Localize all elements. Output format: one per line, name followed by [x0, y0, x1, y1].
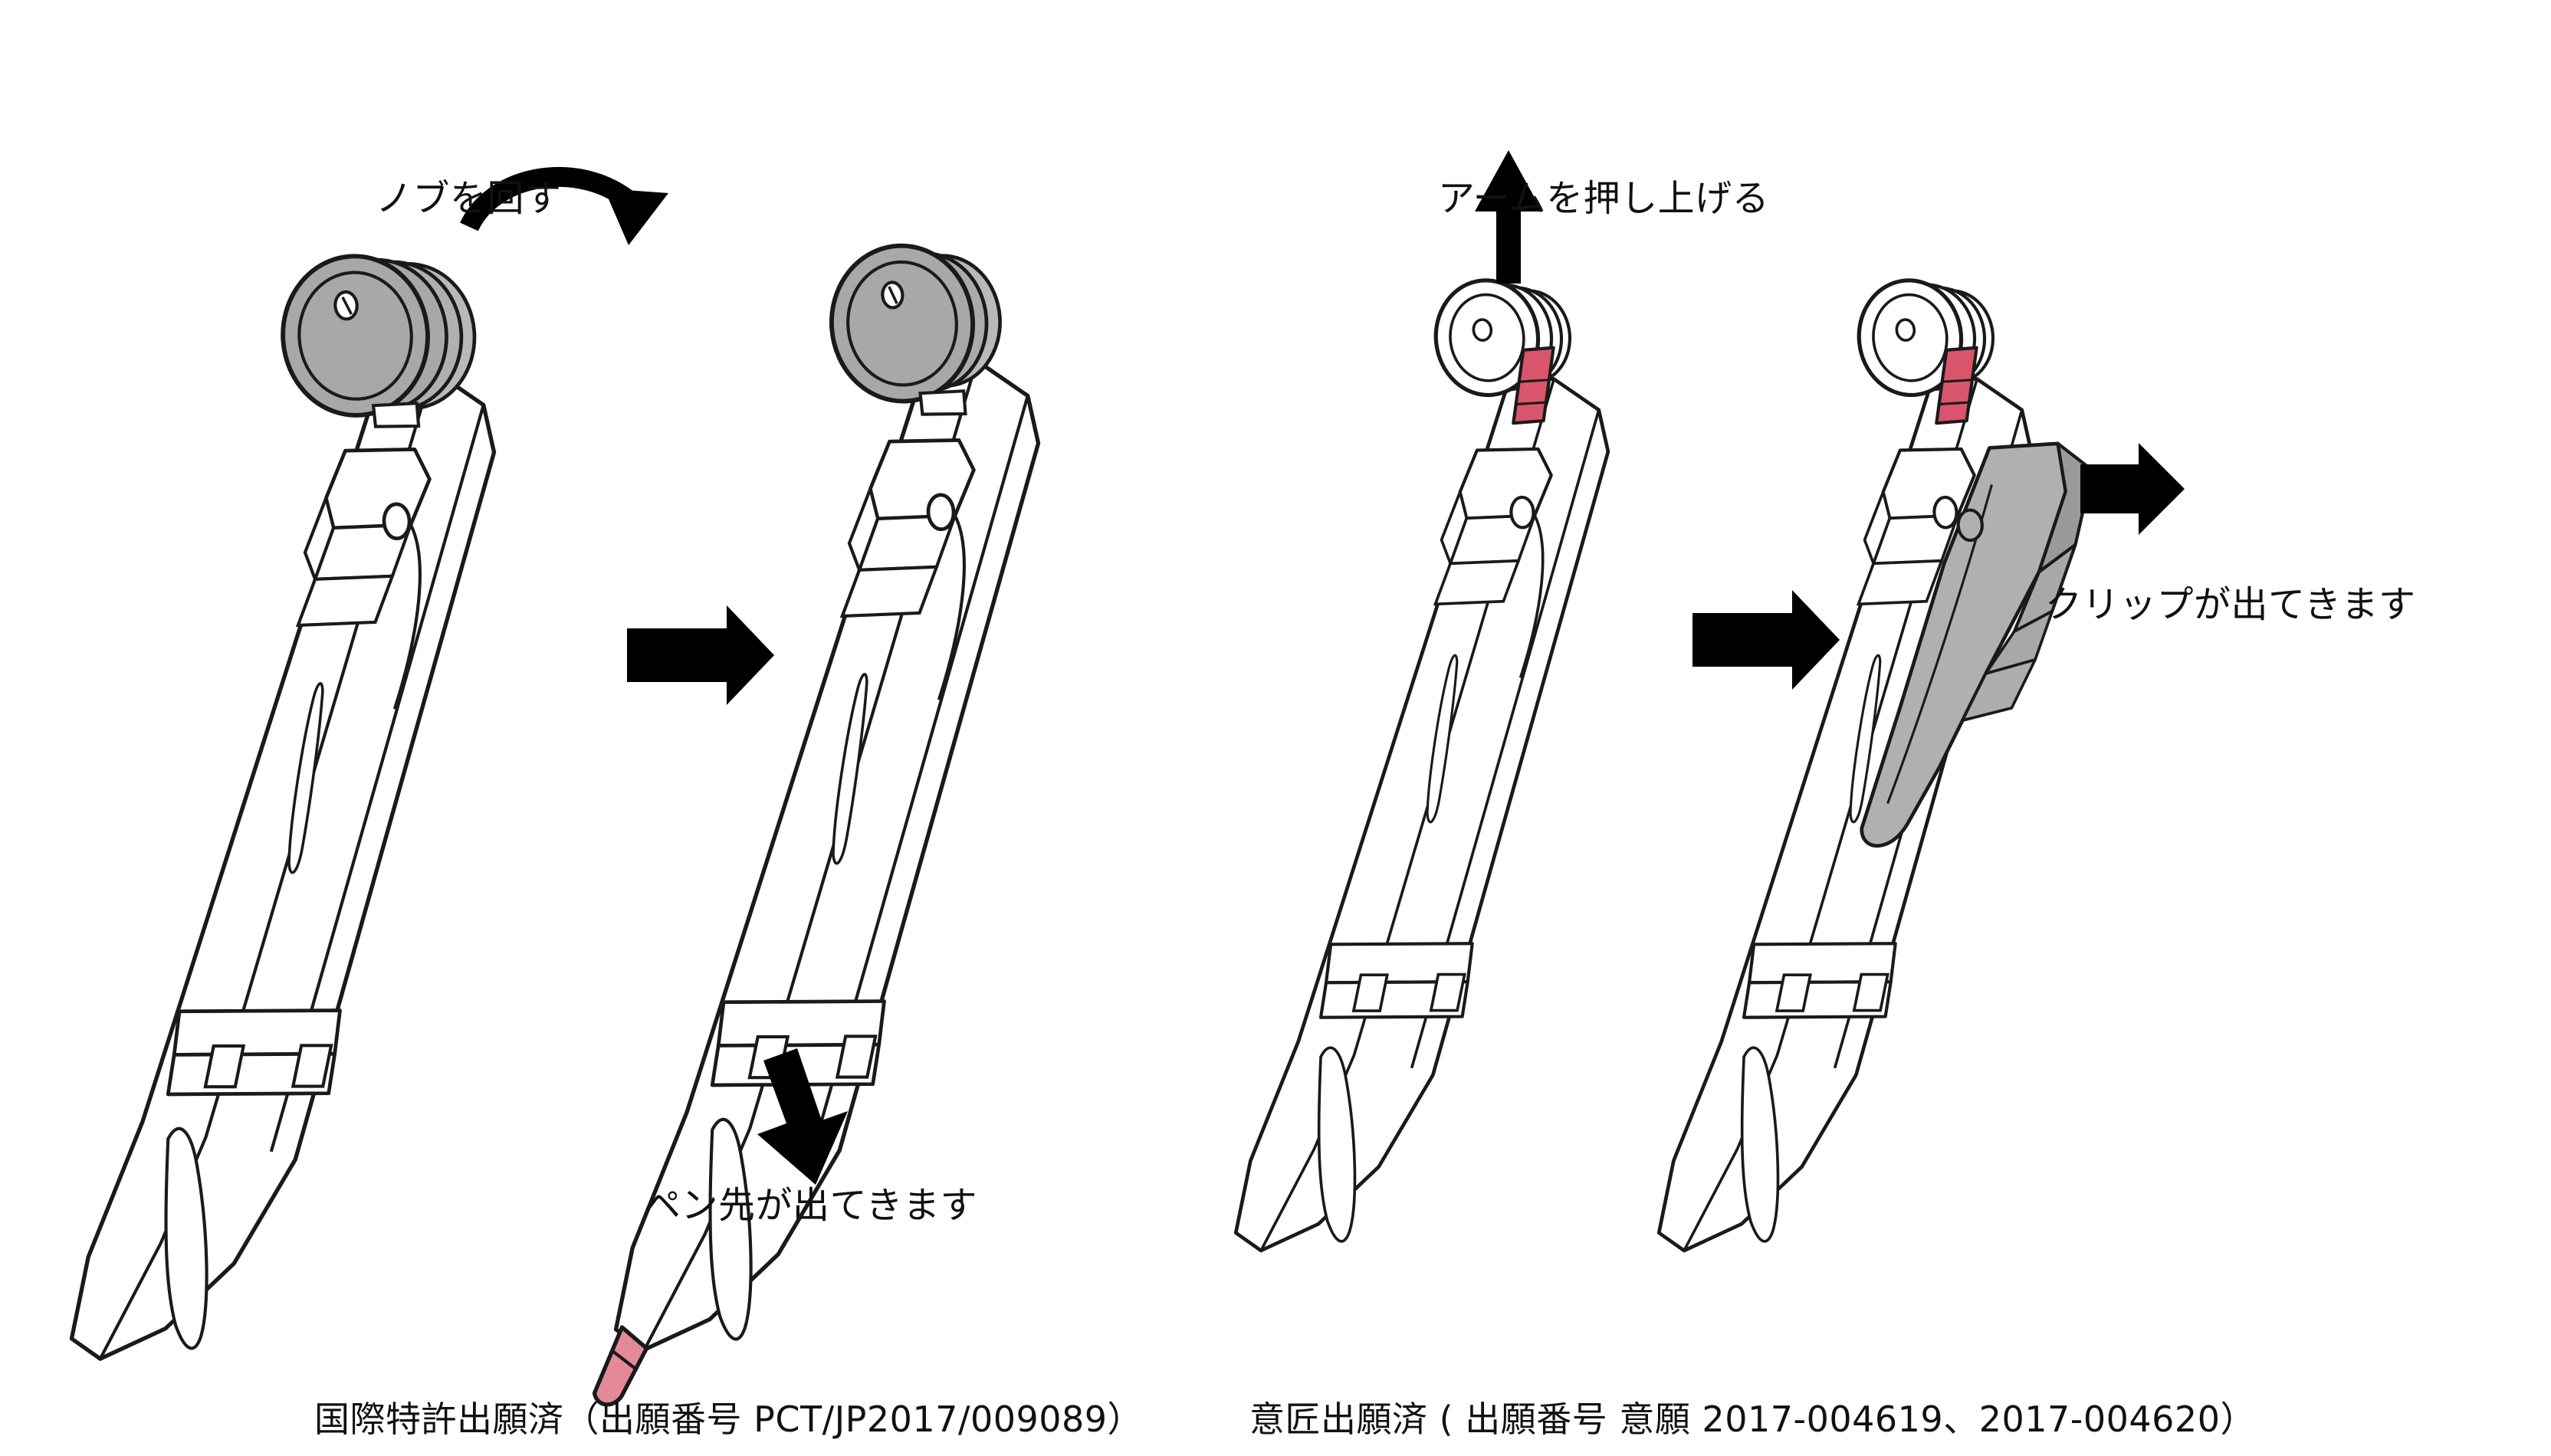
red-release-button — [1512, 346, 1555, 425]
pen-clip-after — [1617, 252, 2094, 1301]
step-transition-arrow-right — [1692, 590, 1840, 690]
label-push-arm-up: アームを押し上げる — [1438, 177, 1770, 220]
curved-rotation-arrow — [460, 166, 668, 245]
pen-knob-before — [9, 215, 537, 1398]
caption-design-application: 意匠出願済 ( 出願番号 意願 2017-004619、2017-004620） — [1249, 1399, 2256, 1440]
step-transition-arrow-left — [627, 605, 774, 705]
red-release-button — [1935, 346, 1978, 425]
deployed-clip — [1860, 441, 2094, 848]
label-clip-comes-out: クリップが出てきます — [2045, 583, 2416, 626]
push-up-arrow — [1475, 150, 1542, 284]
pen-knob-after — [592, 208, 1082, 1407]
clip-out-arrow — [2080, 443, 2185, 535]
pen-tip-out-arrow — [757, 1048, 848, 1185]
pen-clip-before — [1193, 252, 1645, 1285]
caption-patent-application: 国際特許出願済（出願番号 PCT/JP2017/009089） — [314, 1399, 1144, 1440]
label-turn-knob: ノブを回す — [376, 177, 562, 220]
label-pen-tip-comes-out: ペン先が出てきます — [644, 1184, 978, 1227]
